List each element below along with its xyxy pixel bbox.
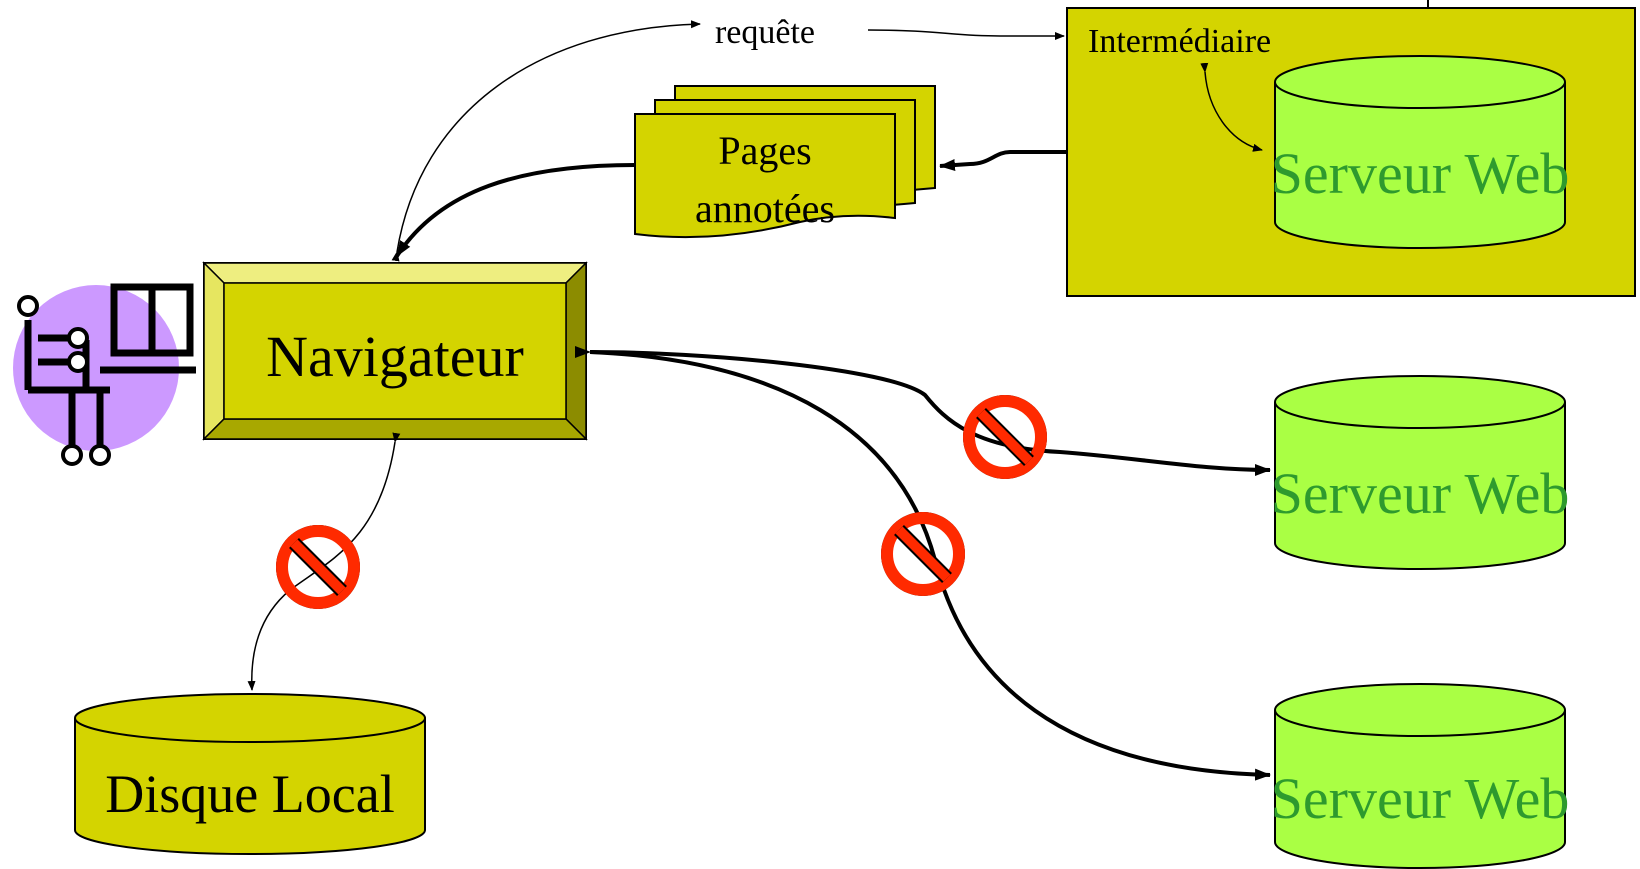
proxy-server-link: [1200, 62, 1263, 152]
computer-user-icon: [13, 283, 196, 466]
proxy-label: Intermédiaire: [1088, 23, 1271, 60]
web-server-proxied: Serveur Web: [1271, 55, 1570, 249]
web-server-middle: Serveur Web: [1271, 375, 1570, 570]
pages-label-line2: annotées: [695, 186, 835, 231]
server-label-2: Serveur Web: [1271, 461, 1570, 526]
server-label-1: Serveur Web: [1271, 141, 1570, 206]
browser-to-server-2: [574, 345, 1271, 476]
blocked-icon-disk: [278, 527, 358, 607]
annotated-pages: Pages annotées: [634, 85, 936, 239]
request-label: requête: [715, 14, 815, 51]
request-arrow-to-proxy: [867, 29, 1065, 40]
request-arrow-up: [391, 20, 701, 262]
browser-to-disk-arrow: [247, 432, 401, 691]
browser-label: Navigateur: [266, 324, 524, 389]
browser-box: Navigateur: [202, 261, 588, 441]
server-label-3: Serveur Web: [1271, 766, 1570, 831]
local-disk: Disque Local: [74, 693, 426, 855]
proxy-to-pages-arrow: [939, 150, 1067, 171]
web-server-bottom: Serveur Web: [1271, 683, 1570, 869]
local-disk-label: Disque Local: [105, 764, 394, 824]
pages-label-line1: Pages: [718, 128, 811, 173]
pages-to-browser-arrow: [395, 163, 636, 258]
